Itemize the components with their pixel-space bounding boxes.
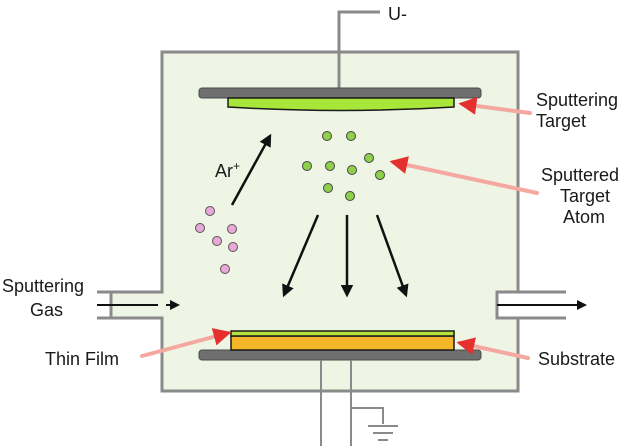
sputtered-atom <box>375 170 385 180</box>
gas-inlet-tube <box>97 290 162 320</box>
sputtering-target <box>227 97 455 112</box>
deposition-arrow-left <box>282 214 320 298</box>
cathode-lead <box>337 10 380 88</box>
substrate-holder <box>198 349 482 361</box>
sputtered-atom <box>345 191 355 201</box>
ground-symbol <box>368 425 398 441</box>
argon-ion <box>220 264 230 274</box>
gas-outlet-tube <box>497 290 566 320</box>
argon-ions <box>195 206 238 274</box>
sputtered-atom <box>322 131 332 141</box>
thin-film-layer <box>230 330 455 337</box>
sputtering-gas-label: Sputtering Gas <box>2 276 89 320</box>
sputtered-atom <box>325 161 335 171</box>
deposition-arrow-right <box>375 214 409 298</box>
voltage-label: U- <box>388 4 407 24</box>
sputtered-atom <box>347 165 357 175</box>
argon-ion-label: Ar+ <box>215 159 240 181</box>
deposition-arrows <box>282 214 409 298</box>
pointer-lines <box>140 96 539 360</box>
sputtered-atom <box>323 183 333 193</box>
thin-film-label: Thin Film <box>45 349 119 369</box>
sputtered-atoms <box>302 131 385 201</box>
substrate-label: Substrate <box>538 349 615 369</box>
pointer-target <box>458 96 532 115</box>
sputtering-target-label: Sputtering Target <box>536 90 623 131</box>
cathode-plate <box>198 87 482 99</box>
substrate-layer <box>230 335 455 351</box>
argon-ion <box>212 236 222 246</box>
argon-ion <box>228 242 238 252</box>
pointer-atom <box>389 156 539 195</box>
argon-ion <box>205 206 215 216</box>
sputtered-atom <box>364 153 374 163</box>
argon-ion <box>227 224 237 234</box>
ground-leads <box>320 360 384 446</box>
argon-ion-trajectory-arrow <box>230 133 272 206</box>
pointer-substrate <box>456 337 530 360</box>
sputtered-atom <box>346 131 356 141</box>
sputtered-atom-label: Sputtered Target Atom <box>541 165 624 227</box>
inlet-opening <box>158 294 166 316</box>
sputtered-atom <box>302 161 312 171</box>
argon-ion <box>195 223 205 233</box>
pointer-thin-film <box>140 328 232 358</box>
